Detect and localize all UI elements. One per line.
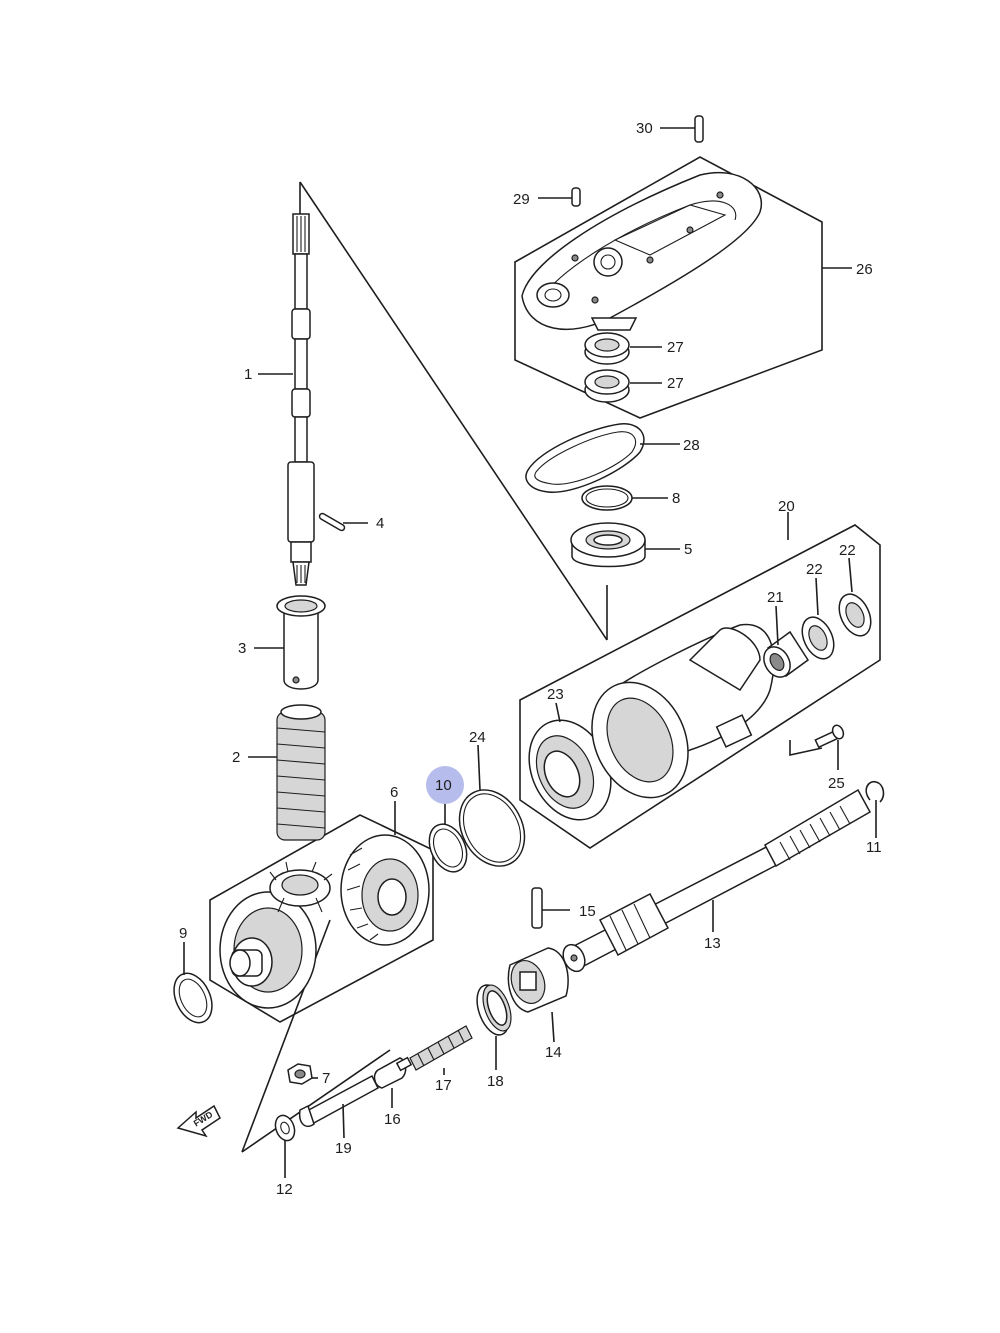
pin-part-29 [571, 187, 581, 207]
callout-14: 14 [545, 1044, 562, 1061]
group-outline-20 [519, 524, 881, 849]
plate-part-26 [521, 171, 763, 331]
bolt-part-25 [789, 724, 845, 756]
callout-3: 3 [238, 640, 246, 657]
spring-part-17 [409, 1025, 473, 1071]
callout-16: 16 [384, 1111, 401, 1128]
leader-lines [183, 127, 877, 1178]
callout-25: 25 [828, 775, 845, 792]
callout-23: 23 [547, 686, 564, 703]
callout-5: 5 [684, 541, 692, 558]
bearing-part-23 [528, 719, 612, 821]
callout-6: 6 [390, 784, 398, 801]
o-ring-part-8 [581, 485, 633, 511]
pin-part-30 [694, 115, 704, 143]
callout-27-lower: 27 [667, 375, 684, 392]
pin-part-15 [531, 887, 543, 929]
o-ring-part-10 [428, 823, 468, 873]
callout-15: 15 [579, 903, 596, 920]
group-outline-26 [514, 156, 823, 419]
bearing-part-5 [570, 522, 646, 568]
gasket-part-28 [525, 423, 645, 493]
sleeve-part-3 [276, 595, 326, 690]
group-outline-6 [209, 814, 434, 1023]
propeller-shaft-part-13 [562, 788, 872, 973]
gear-set-part-6 [219, 834, 430, 1009]
washer-part-12 [274, 1114, 296, 1142]
callout-7: 7 [322, 1070, 330, 1087]
callout-2: 2 [232, 749, 240, 766]
callout-1: 1 [244, 366, 252, 383]
callout-13: 13 [704, 935, 721, 952]
callout-12: 12 [276, 1181, 293, 1198]
o-ring-part-24 [458, 789, 526, 867]
guide-line-lower-2 [241, 1049, 391, 1153]
seal-part-27-lower [584, 369, 630, 403]
plunger-part-16 [373, 1056, 413, 1089]
ring-part-18 [476, 984, 512, 1036]
callout-21: 21 [767, 589, 784, 606]
callout-26: 26 [856, 261, 873, 278]
callout-10: 10 [435, 777, 452, 794]
callout-17: 17 [435, 1077, 452, 1094]
callout-4: 4 [376, 515, 384, 532]
callout-30: 30 [636, 120, 653, 137]
callout-20: 20 [778, 498, 795, 515]
guide-line-diagonal [299, 181, 608, 641]
callout-27-upper: 27 [667, 339, 684, 356]
callout-22-right: 22 [839, 542, 856, 559]
housing-part-20 [591, 623, 775, 799]
clutch-part-14 [507, 947, 569, 1013]
callout-19: 19 [335, 1140, 352, 1157]
nut-part-7 [287, 1063, 313, 1085]
seal-part-27-upper [584, 332, 630, 365]
callout-labels: 30 29 26 27 27 28 8 5 1 4 3 2 6 9 10 24 … [179, 120, 882, 1198]
shim-part-9 [173, 972, 213, 1024]
circlip-part-11 [865, 780, 885, 803]
drive-shaft-part-1 [287, 213, 315, 586]
highlight-circle-10 [426, 766, 464, 804]
push-rod-part-19 [298, 1074, 379, 1128]
callout-28: 28 [683, 437, 700, 454]
callout-29: 29 [513, 191, 530, 208]
callout-22-left: 22 [806, 561, 823, 578]
spring-part-2 [276, 704, 326, 841]
callout-24: 24 [469, 729, 486, 746]
key-part-4 [318, 512, 346, 532]
callout-8: 8 [672, 490, 680, 507]
forward-arrow-icon: FWD [176, 1104, 221, 1138]
callout-18: 18 [487, 1073, 504, 1090]
callout-11: 11 [866, 839, 882, 856]
callout-9: 9 [179, 925, 187, 942]
